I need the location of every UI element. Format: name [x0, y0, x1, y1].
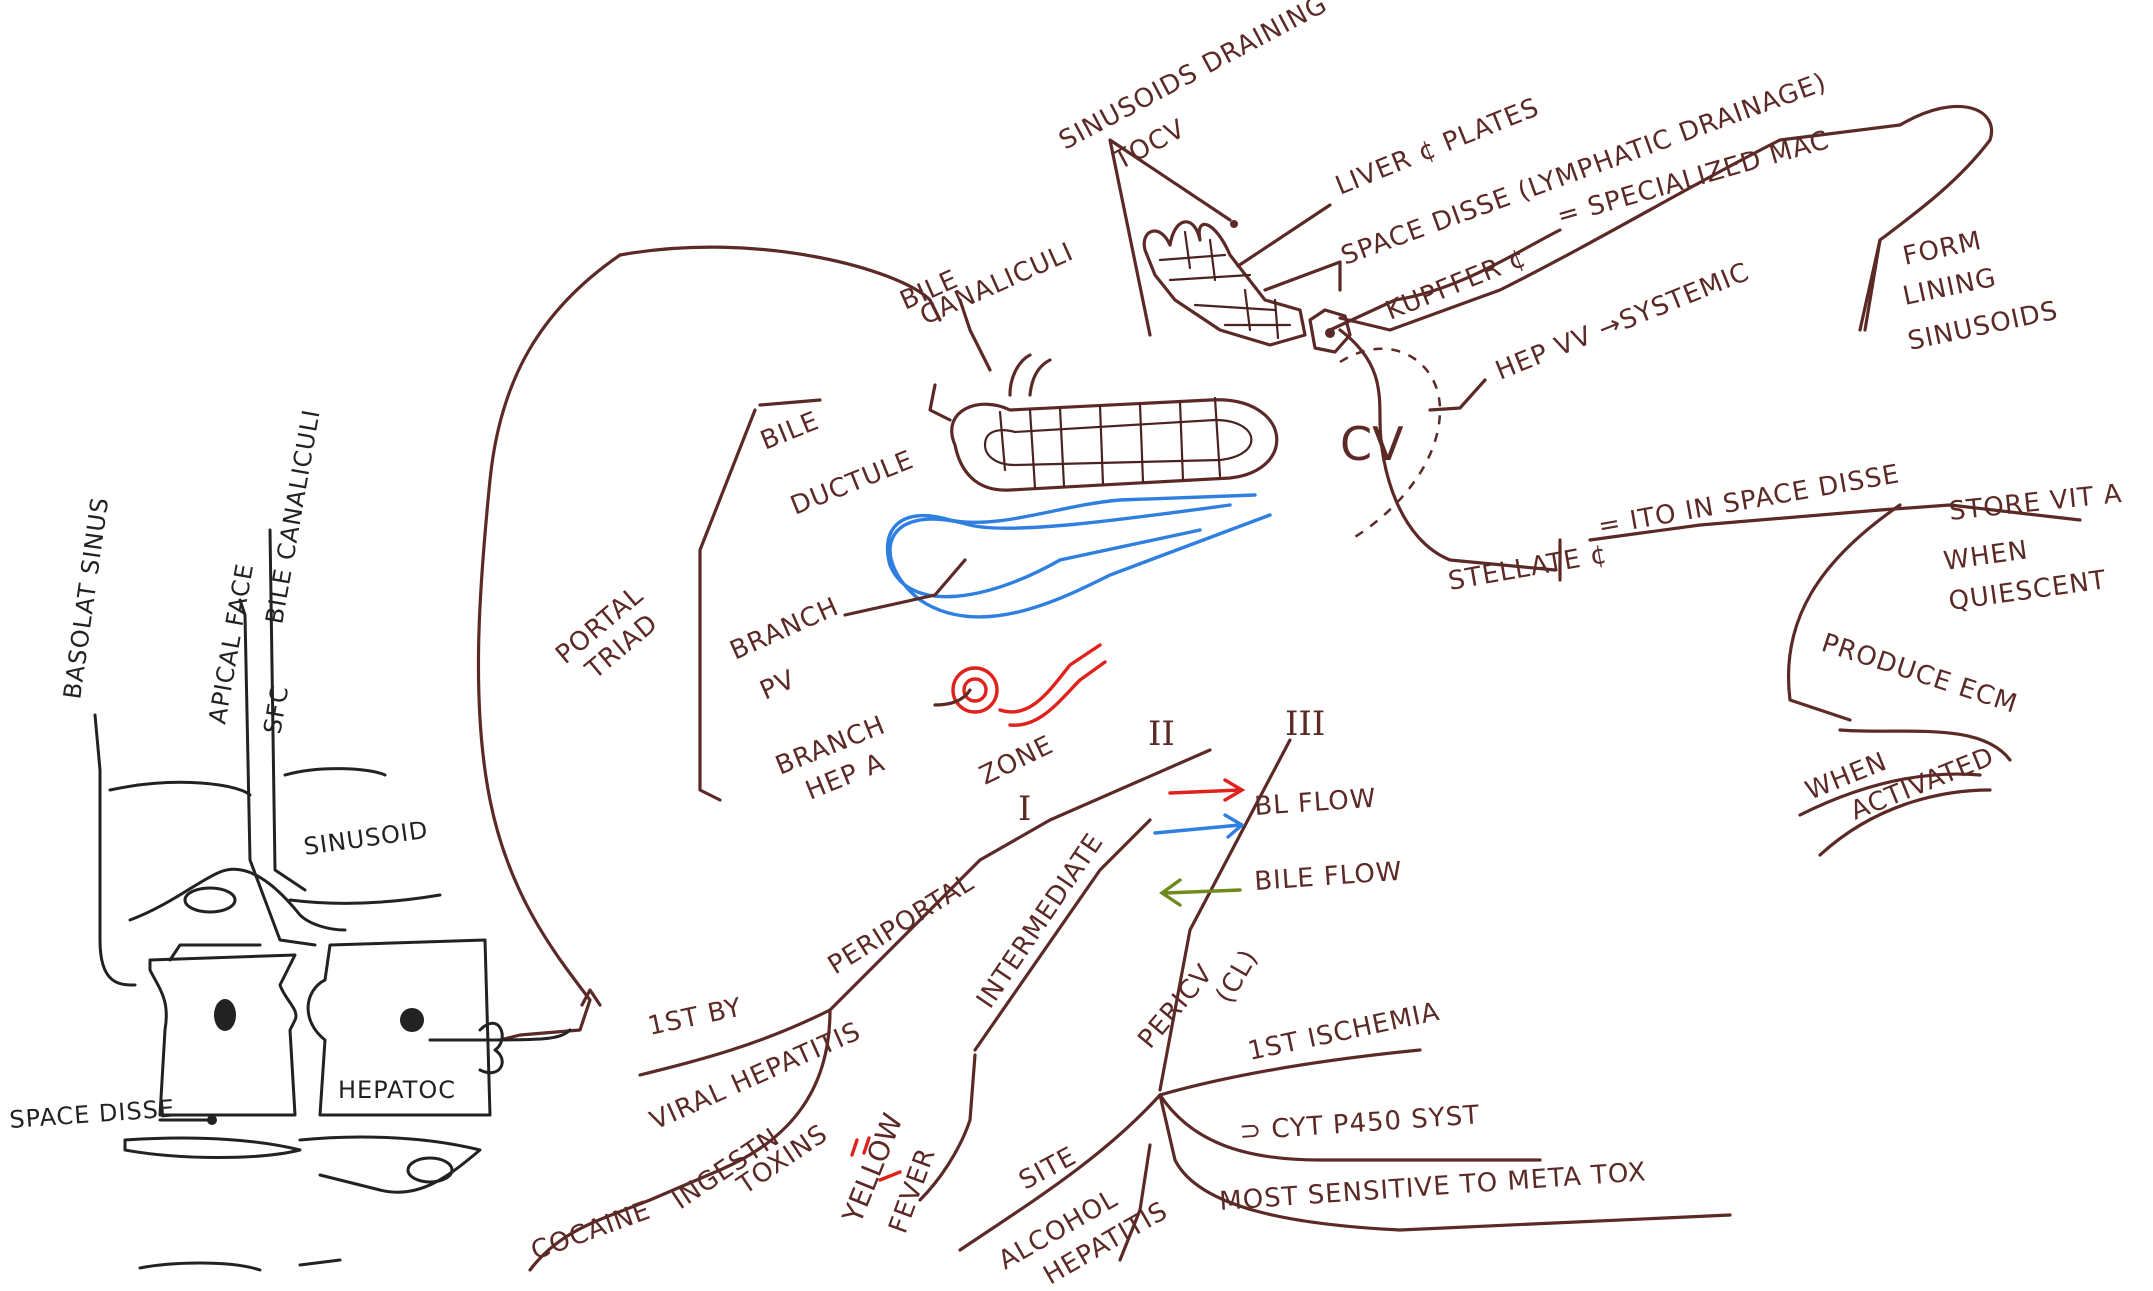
bile-ductule-drawing	[845, 355, 1277, 725]
label-hepatoc: HEPATOC	[338, 1076, 456, 1104]
label-first-ischemia: 1ST ISCHEMIA	[1245, 997, 1442, 1067]
labels-zones: ZONE I II III BL FLOW BILE FLOW PERIPORT…	[527, 704, 1647, 1291]
label-sfc: SFC	[258, 683, 294, 736]
leader-lines	[478, 106, 2080, 1040]
label-pericv: PERICV	[1132, 959, 1219, 1055]
label-basolat-sinus: BASOLAT SINUS	[58, 495, 114, 701]
label-hep-vv: HEP VV →SYSTEMIC	[1491, 257, 1754, 386]
label-produce-ecm: PRODUCE ECM	[1818, 628, 2021, 720]
label-sinusoid: SINUSOID	[302, 816, 430, 861]
label-bile-flow: BILE FLOW	[1253, 857, 1403, 897]
label-lining: LINING	[1900, 263, 1999, 312]
label-when-quiescent-1: WHEN	[1942, 535, 2030, 577]
label-branch-pv-1: BRANCH	[726, 592, 844, 667]
label-bl-flow: BL FLOW	[1253, 784, 1377, 822]
label-apical-face: APICAL FACE	[203, 561, 259, 726]
label-most-sensitive: MOST SENSITIVE TO META TOX	[1218, 1157, 1647, 1217]
label-ito: = ITO IN SPACE DISSE	[1596, 459, 1902, 542]
label-branch-pv-2: PV	[756, 665, 801, 707]
hepatocyte-drawing	[95, 530, 570, 1270]
label-zone-ii: II	[1148, 714, 1175, 754]
label-site: SITE	[1014, 1141, 1081, 1196]
sinusoid-plate-drawing	[1110, 140, 1440, 540]
label-cl: (CL)	[1210, 944, 1264, 1008]
label-store-vit-a: STORE VIT A	[1948, 479, 2124, 527]
label-zone-iii: III	[1285, 704, 1325, 744]
label-sinusoids-draining: SINUSOIDS DRAINING	[1054, 0, 1332, 156]
label-zone: ZONE	[975, 730, 1058, 791]
label-bile-ductule-1: BILE	[756, 406, 823, 456]
label-zone-i: I	[1018, 789, 1031, 829]
labels-top: SINUSOIDS DRAINING TOCV LIVER ¢ PLATES S…	[550, 0, 2124, 826]
label-bile-canaliculi-left: BILE CANALICULI	[260, 407, 325, 626]
label-periportal: PERIPORTAL	[823, 867, 980, 981]
label-form: FORM	[1900, 226, 1984, 272]
label-stellate: STELLATE ¢	[1446, 539, 1610, 597]
label-cocaine: COCAINE	[527, 1196, 655, 1267]
label-cv: CV	[1340, 417, 1404, 471]
label-intermediate: INTERMEDIATE	[971, 828, 1110, 1014]
label-bile-ductule-2: DUCTULE	[786, 445, 918, 522]
label-first-by: 1ST BY	[645, 993, 745, 1042]
label-cyt-p450: ⊃ CYT P450 SYST	[1238, 1100, 1481, 1147]
label-space-disse-left: SPACE DISSE	[8, 1094, 175, 1134]
